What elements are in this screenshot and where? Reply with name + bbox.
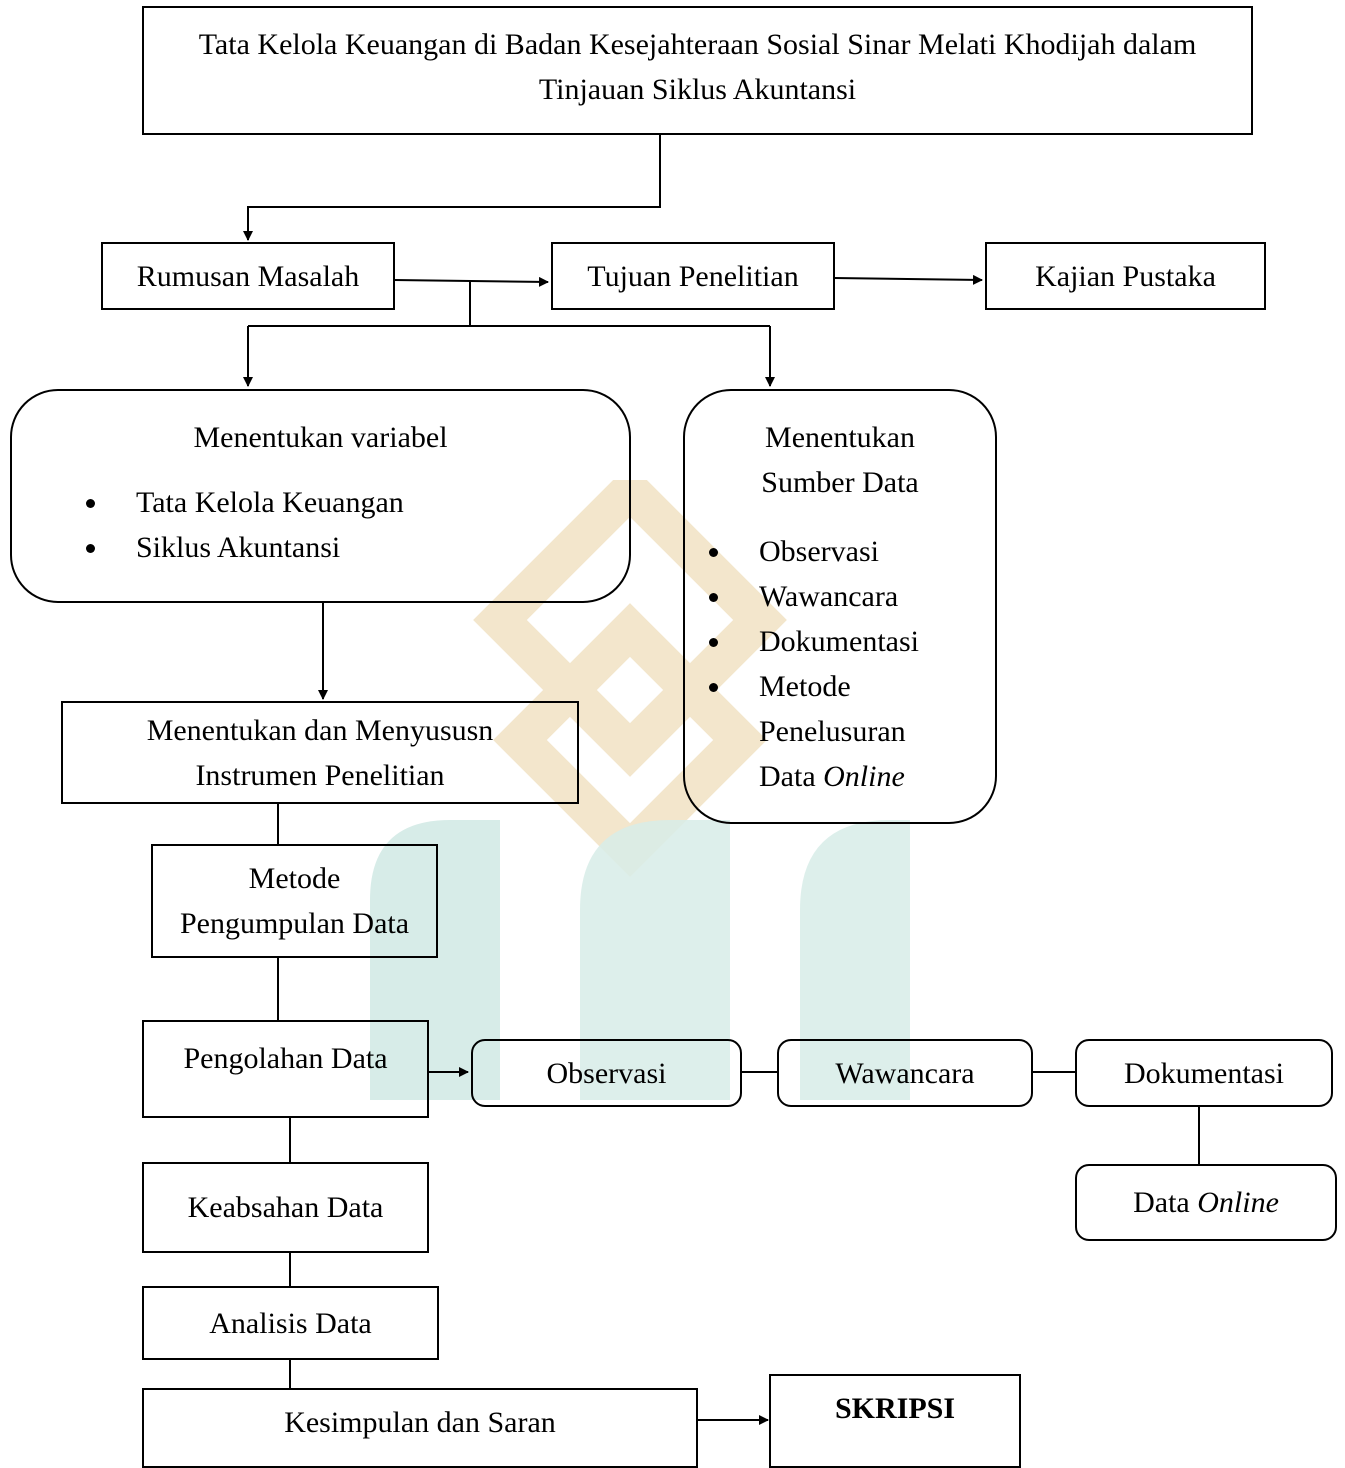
skripsi-box: SKRIPSI: [769, 1374, 1021, 1468]
title-box: Tata Kelola Keuangan di Badan Kesejahter…: [142, 6, 1253, 135]
dokumentasi-box: Dokumentasi: [1075, 1039, 1333, 1107]
metode-line2: Pengumpulan Data: [179, 907, 410, 940]
analisis-label: Analisis Data: [209, 1306, 372, 1340]
variabel-item: Tata Kelola Keuangan: [110, 480, 629, 525]
analisis-data-box: Analisis Data: [142, 1286, 439, 1360]
dokumentasi-label: Dokumentasi: [1124, 1056, 1284, 1090]
sumber-item-metode: Metode Penelusuran Data Online: [733, 664, 995, 799]
data-online-italic: Online: [1197, 1186, 1279, 1219]
instrumen-line1: Menentukan dan Menyususn: [146, 713, 494, 747]
sumber-item: Observasi: [733, 529, 995, 574]
data-online-plain: Data: [1133, 1186, 1198, 1219]
title-text: Tata Kelola Keuangan di Badan Kesejahter…: [198, 28, 1197, 106]
sumber-metode-line2: Penelusuran: [759, 715, 906, 748]
sumber-metode-line1: Metode: [759, 670, 851, 703]
variabel-list: Tata Kelola Keuangan Siklus Akuntansi: [12, 480, 629, 570]
kesimpulan-label: Kesimpulan dan Saran: [284, 1406, 556, 1439]
instrumen-label: Menentukan dan Menyususn Instrumen Penel…: [147, 708, 494, 798]
menentukan-sumber-data-box: Menentukan Sumber Data Observasi Wawanca…: [683, 389, 997, 824]
variabel-item: Siklus Akuntansi: [110, 525, 629, 570]
sumber-heading: Menentukan Sumber Data: [685, 415, 995, 505]
instrumen-line2: Instrumen Penelitian: [195, 758, 445, 792]
metode-pengumpulan-box: Metode Pengumpulan Data: [151, 844, 438, 958]
keabsahan-label: Keabsahan Data: [187, 1191, 384, 1224]
tujuan-penelitian-box: Tujuan Penelitian: [551, 242, 835, 310]
sumber-heading-line1: Menentukan: [765, 421, 915, 454]
pengolahan-data-box: Pengolahan Data: [142, 1020, 429, 1118]
sumber-item: Wawancara: [733, 574, 995, 619]
metode-line1: Metode: [248, 862, 341, 895]
wawancara-box: Wawancara: [777, 1039, 1033, 1107]
skripsi-label: SKRIPSI: [834, 1392, 956, 1425]
sumber-item: Dokumentasi: [733, 619, 995, 664]
watermark-logo: [370, 480, 910, 1100]
observasi-label: Observasi: [546, 1056, 667, 1090]
instrumen-penelitian-box: Menentukan dan Menyususn Instrumen Penel…: [61, 701, 579, 804]
kajian-pustaka-box: Kajian Pustaka: [985, 242, 1266, 310]
metode-label: Metode Pengumpulan Data: [180, 856, 409, 946]
data-online-label: Data Online: [1133, 1180, 1279, 1225]
rumusan-masalah-box: Rumusan Masalah: [101, 242, 395, 310]
sumber-metode-line3: Data: [759, 760, 824, 793]
sumber-list: Observasi Wawancara Dokumentasi Metode P…: [685, 529, 995, 799]
sumber-metode-online: Online: [823, 760, 905, 793]
rumusan-masalah-label: Rumusan Masalah: [136, 259, 360, 293]
kajian-pustaka-label: Kajian Pustaka: [1035, 259, 1216, 293]
keabsahan-data-box: Keabsahan Data: [142, 1162, 429, 1253]
variabel-heading: Menentukan variabel: [193, 421, 448, 454]
tujuan-penelitian-label: Tujuan Penelitian: [587, 259, 799, 293]
menentukan-variabel-box: Menentukan variabel Tata Kelola Keuangan…: [10, 389, 631, 603]
pengolahan-label: Pengolahan Data: [183, 1042, 388, 1075]
observasi-box: Observasi: [471, 1039, 742, 1107]
kesimpulan-saran-box: Kesimpulan dan Saran: [142, 1388, 698, 1468]
wawancara-label: Wawancara: [835, 1056, 975, 1090]
sumber-heading-line2: Sumber Data: [761, 466, 919, 499]
data-online-box: Data Online: [1075, 1164, 1337, 1241]
